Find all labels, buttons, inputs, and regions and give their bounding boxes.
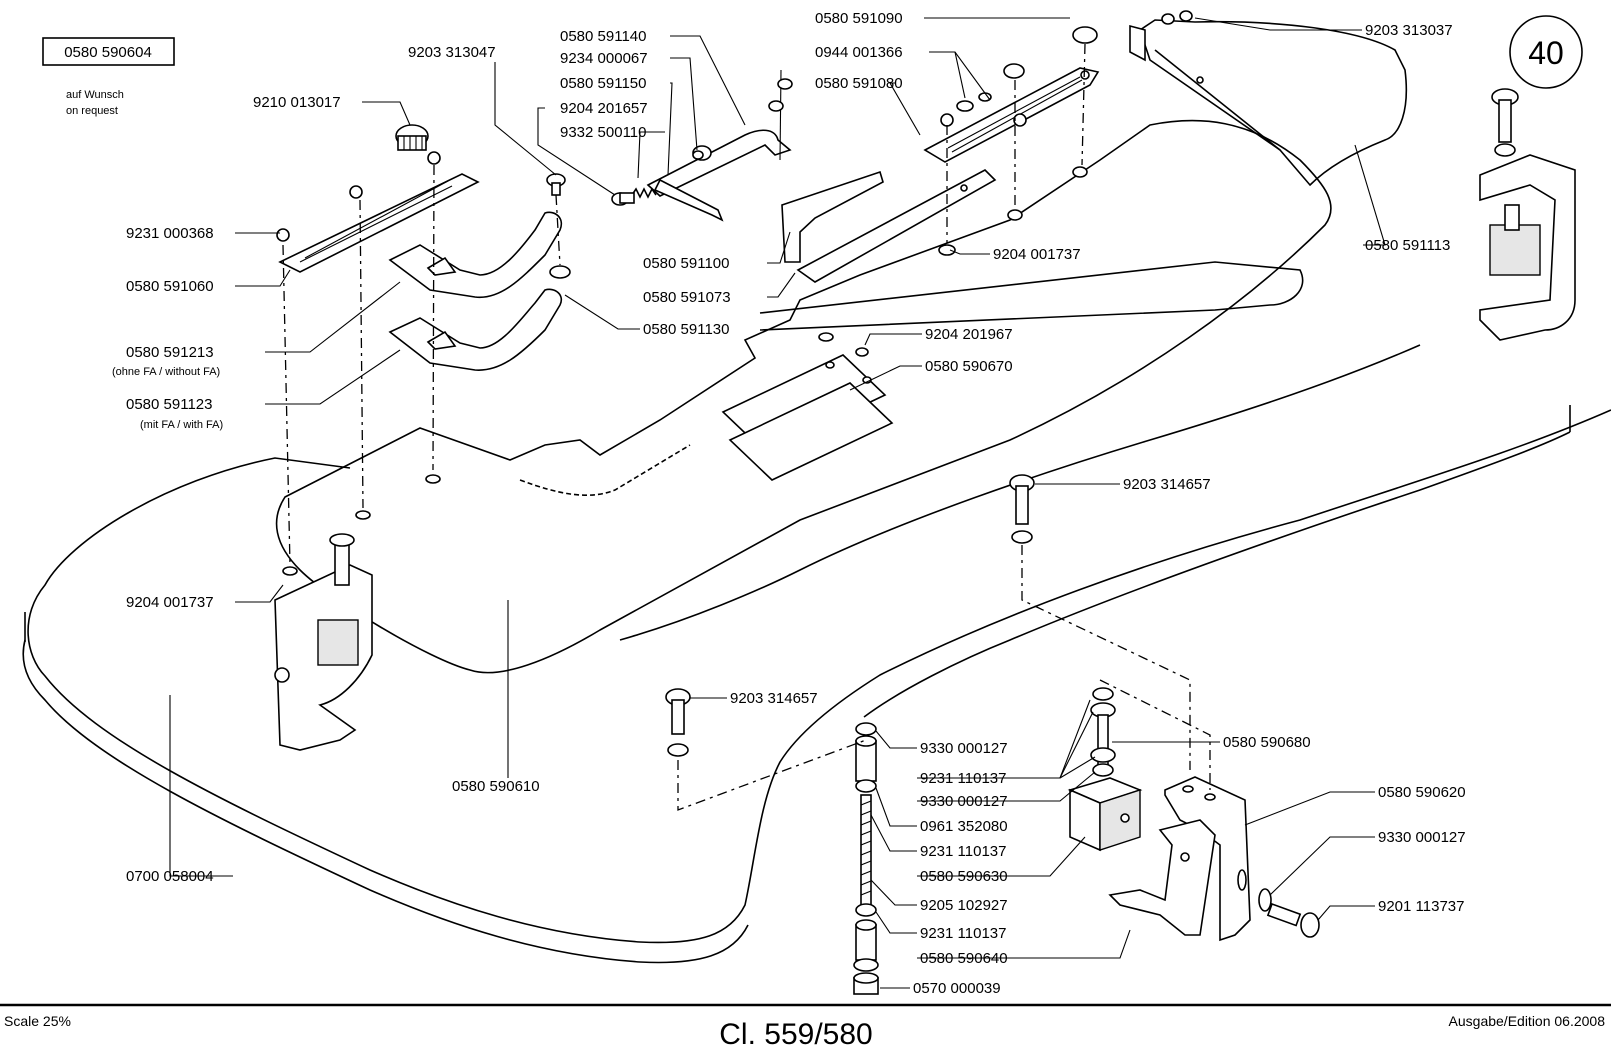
support-plate: [759, 261, 1304, 331]
callout-0580-591060: 0580 591060: [126, 278, 214, 295]
callout-0580-590640: 0580 590640: [920, 950, 1008, 967]
callout-0580-590680: 0580 590680: [1223, 734, 1311, 751]
screw-9203-313047: [546, 173, 566, 196]
callout-9204-001737-left: 9204 001737: [126, 594, 214, 611]
callout-0580-591090: 0580 591090: [815, 10, 903, 27]
callout-0580-591123: 0580 591123: [126, 396, 212, 413]
axis-line: [1099, 679, 1211, 790]
callout-0580-591213: 0580 591213: [126, 344, 214, 361]
rear-cover: [1129, 10, 1408, 187]
callout-9203-314657-upper: 9203 314657: [1123, 476, 1211, 493]
callout-labels: 9210 013017 9203 313047 9231 000368 0580…: [112, 10, 1466, 997]
callout-0580-591123-note: (mit FA / with FA): [140, 419, 223, 431]
axis-line: [677, 739, 867, 811]
axis-line: [359, 199, 364, 509]
guide-plate-with-fa: [388, 288, 563, 371]
bracket-0580-590640: [1108, 819, 1216, 936]
callout-0580-591150: 0580 591150: [560, 75, 646, 92]
callout-9201-113737: 9201 113737: [1378, 898, 1464, 915]
page-number: 40: [1528, 35, 1564, 71]
callout-9231-000368: 9231 000368: [126, 225, 214, 242]
callout-9330-000127-a: 9330 000127: [920, 740, 1008, 757]
callout-0700-058004: 0700 058004: [126, 868, 214, 885]
callout-0580-590620: 0580 590620: [1378, 784, 1466, 801]
callout-9330-000127-b: 9330 000127: [920, 793, 1008, 810]
callout-0580-591100: 0580 591100: [643, 255, 729, 272]
cap-0580-591090: [1072, 26, 1098, 44]
model-title: Cl. 559/580: [719, 1018, 872, 1051]
nut-left-2: [425, 474, 441, 484]
small-parts-right-top: [938, 26, 1098, 256]
callout-0580-590670: 0580 590670: [925, 358, 1013, 375]
callout-9203-313047: 9203 313047: [408, 44, 496, 61]
bolt-9201-113737: [1266, 902, 1320, 938]
callout-0944-001366: 0944 001366: [815, 44, 903, 61]
callout-9203-313037: 9203 313037: [1365, 22, 1453, 39]
bracket-0580-591140: [646, 69, 793, 197]
table-clamp-right: [1479, 88, 1576, 341]
callout-9204-201657: 9204 201657: [560, 100, 648, 117]
callout-9205-102927: 9205 102927: [920, 897, 1008, 914]
callout-9231-110137-c: 9231 110137: [920, 925, 1006, 942]
on-request-note-en: on request: [66, 105, 118, 117]
callout-9210-013017: 9210 013017: [253, 94, 341, 111]
callout-0570-000039: 0570 000039: [913, 980, 1001, 997]
callout-9234-000067: 9234 000067: [560, 50, 648, 67]
callout-9204-201967: 9204 201967: [925, 326, 1013, 343]
washer-9330-000127: [1258, 888, 1272, 912]
callout-0580-590610: 0580 590610: [452, 778, 540, 795]
callout-9203-314657-lower: 9203 314657: [730, 690, 818, 707]
callout-0580-591213-note: (ohne FA / without FA): [112, 366, 220, 378]
nut-9204-001737: [282, 566, 298, 576]
callout-9204-001737-mid: 9204 001737: [993, 246, 1081, 263]
on-request-note-de: auf Wunsch: [66, 89, 124, 101]
boxed-part-number[interactable]: 0580 590604: [64, 44, 152, 61]
screw-9203-314657-upper: [1009, 474, 1035, 544]
leader-lines: [169, 17, 1386, 989]
callout-9330-000127-c: 9330 000127: [1378, 829, 1466, 846]
callout-0580-591080: 0580 591080: [815, 75, 903, 92]
cover-plate-0580-590670: [721, 332, 894, 481]
screw-9204-201657: [611, 192, 635, 206]
axis-line: [1081, 43, 1086, 166]
block-0580-590630: [1067, 777, 1143, 852]
spring-9332-500110: [631, 178, 724, 222]
screw-9203-314657-lower: [665, 688, 691, 757]
bracket-0580-590620: [1164, 776, 1251, 942]
axis-line: [1021, 545, 1191, 770]
callout-9231-110137-b: 9231 110137: [920, 843, 1006, 860]
table-top: [22, 344, 1611, 964]
bracket-0580-591100: [781, 170, 884, 263]
washer-0580-591130: [549, 265, 571, 279]
callout-0580-591130: 0580 591130: [643, 321, 729, 338]
callout-9231-110137-a: 9231 110137: [920, 770, 1006, 787]
guide-plate-without-fa: [388, 211, 563, 299]
callout-0580-591140: 0580 591140: [560, 28, 646, 45]
strip-rail-right-upper: [923, 67, 1100, 163]
axis-line: [282, 244, 291, 566]
bolt-0580-590680: [1090, 687, 1116, 777]
axis-line: [432, 164, 435, 471]
edition-label: Ausgabe/Edition 06.2008: [1449, 1013, 1606, 1029]
page-number-badge: 40: [1509, 15, 1583, 89]
table-clamp-left: [274, 533, 373, 751]
nut-left-3: [355, 510, 371, 520]
knurled-knob: [395, 124, 429, 151]
scale-label: Scale 25%: [4, 1013, 71, 1029]
optional-part-box[interactable]: 0580 590604: [42, 37, 175, 66]
callout-0961-352080: 0961 352080: [920, 818, 1008, 835]
strip-rail-right-lower: [796, 169, 997, 283]
callout-0580-591073: 0580 591073: [643, 289, 731, 306]
strip-rail-left: [276, 151, 480, 273]
roller-9234-000067: [692, 145, 712, 161]
callout-9332-500110: 9332 500110: [560, 124, 646, 141]
callout-0580-591113: 0580 591113: [1365, 237, 1450, 254]
threaded-rod-assembly: [853, 722, 879, 995]
callout-0580-590630: 0580 590630: [920, 868, 1008, 885]
